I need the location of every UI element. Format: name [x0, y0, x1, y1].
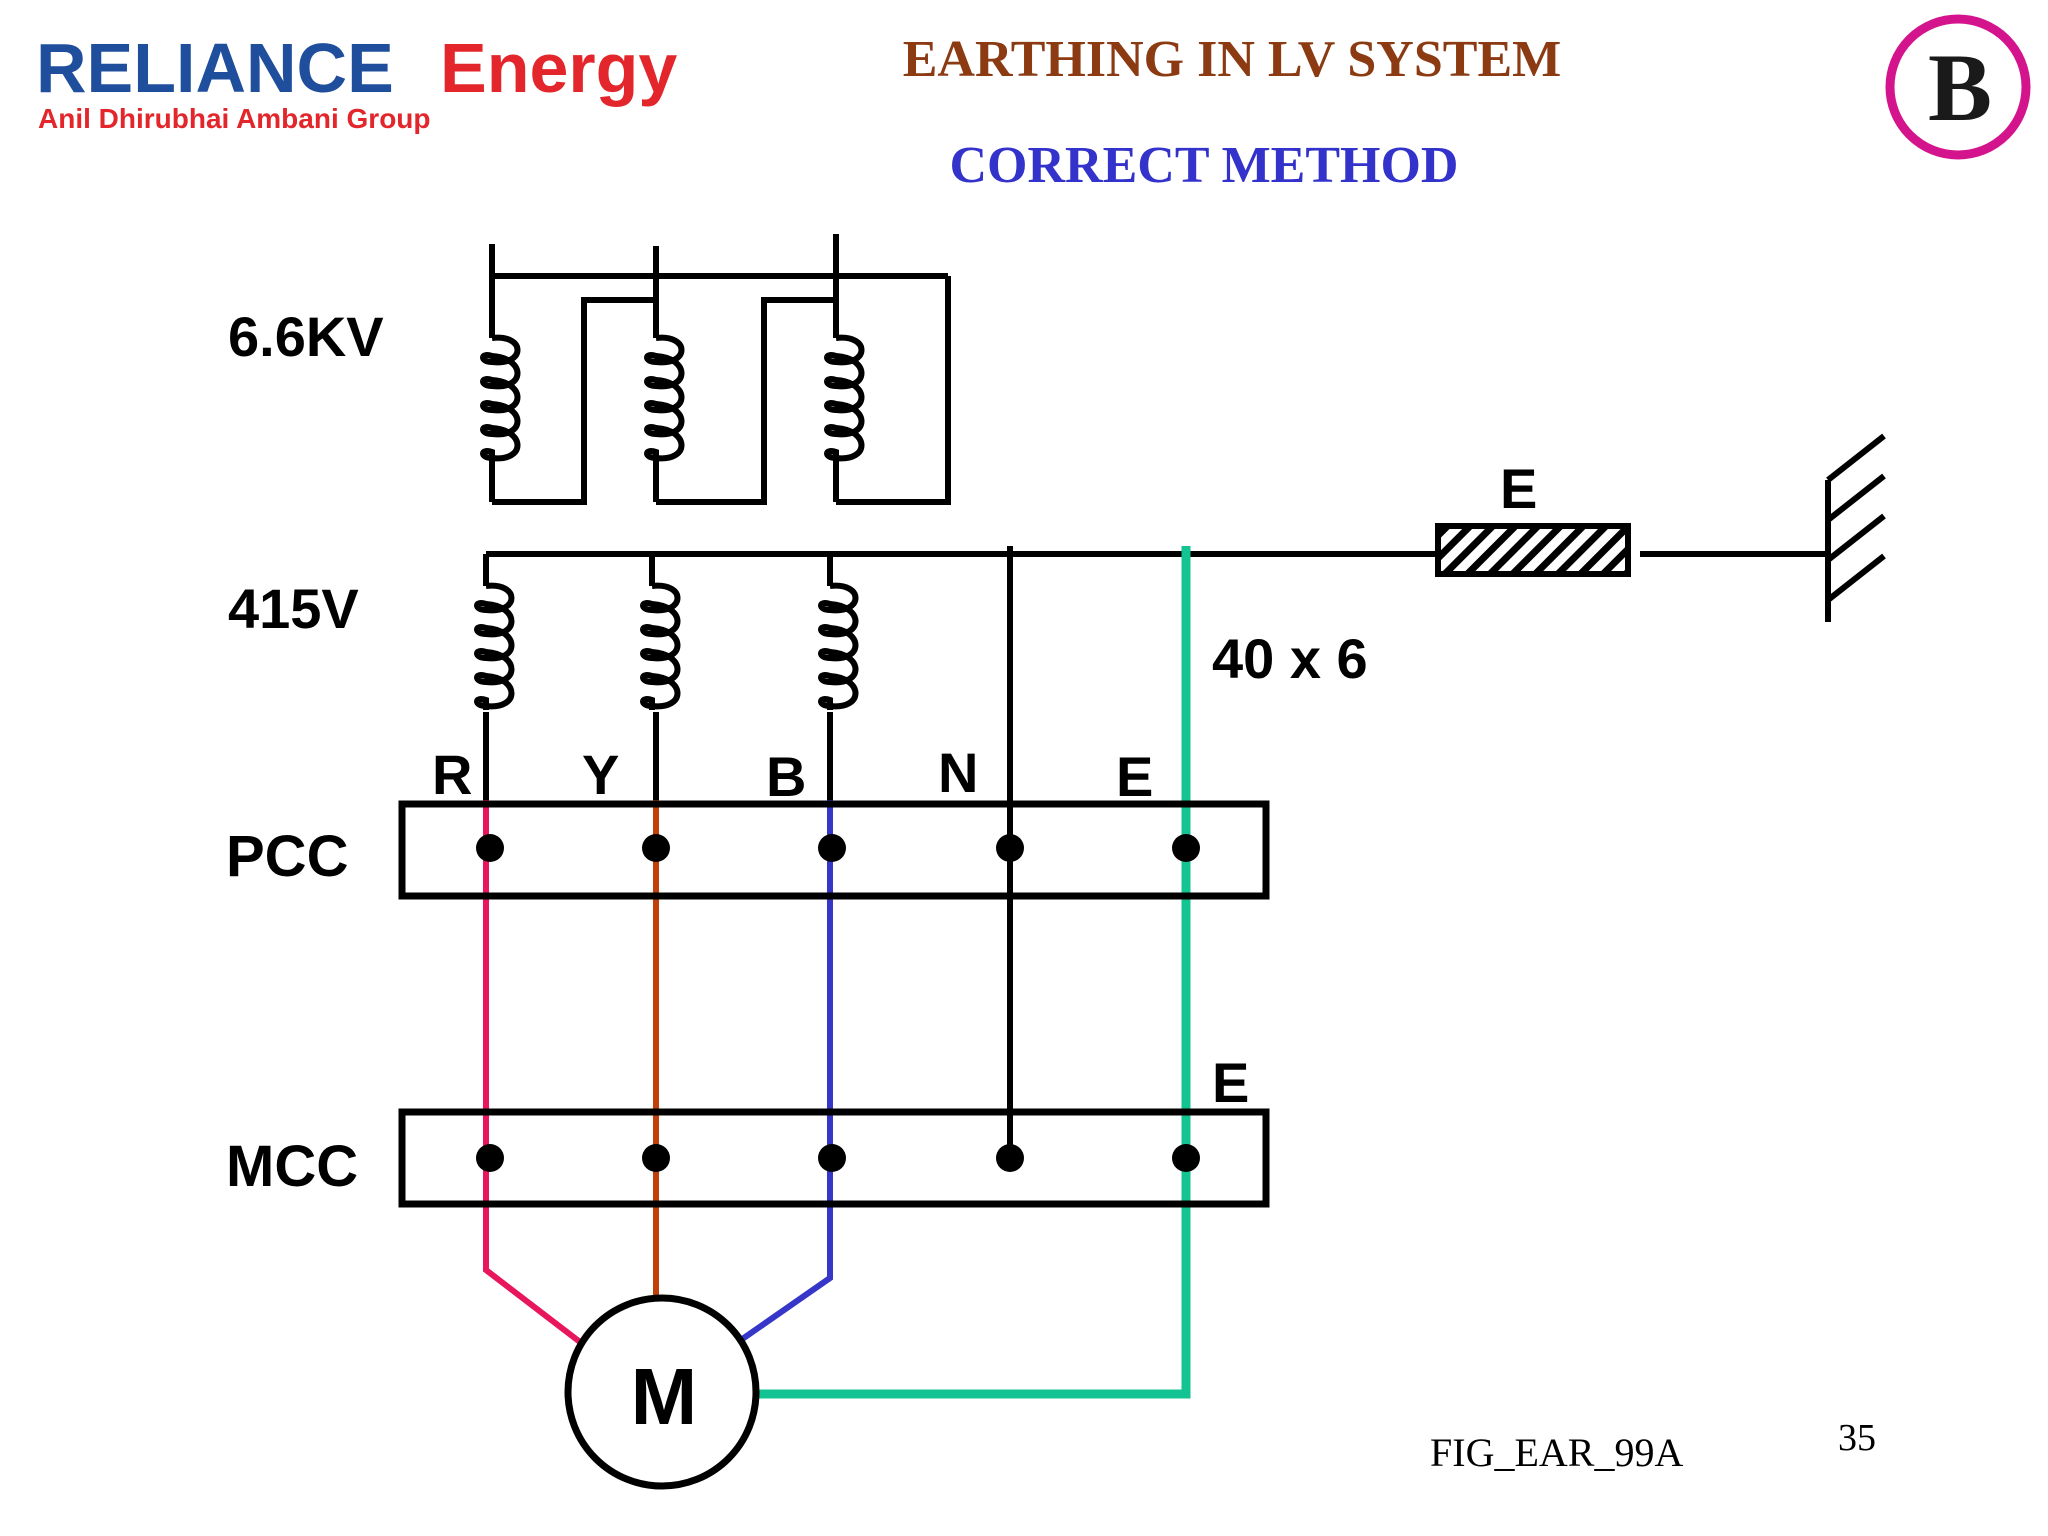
terminal-dots: [476, 834, 1200, 1172]
pcc-terminal-e: [1172, 834, 1200, 862]
earth-ground-symbol: [1640, 433, 1886, 622]
lv-coil-3: [818, 582, 859, 710]
pcc-panel: [398, 800, 1270, 900]
phase-b-label: B: [766, 745, 806, 808]
lv-voltage-label: 415V: [228, 577, 359, 640]
neutral-n-label: N: [938, 741, 978, 804]
hv-voltage-label: 6.6KV: [228, 305, 384, 368]
motor: M: [564, 1294, 760, 1490]
pcc-terminal-y: [642, 834, 670, 862]
phase-y-label: Y: [582, 743, 619, 806]
mcc-terminal-e: [1172, 1144, 1200, 1172]
earth-electrode: [1435, 523, 1631, 577]
earth-electrode-label: E: [1500, 457, 1537, 520]
page-subtitle: CORRECT METHOD: [950, 137, 1459, 194]
pcc-terminal-r: [476, 834, 504, 862]
figure-id: FIG_EAR_99A: [1430, 1430, 1683, 1475]
mcc-panel: [398, 1108, 1270, 1208]
mcc-label: MCC: [226, 1134, 358, 1199]
earth-pcc-label: E: [1116, 745, 1153, 808]
mcc-terminal-r: [476, 1144, 504, 1172]
pcc-terminal-n: [996, 834, 1024, 862]
mcc-terminal-b: [818, 1144, 846, 1172]
brand-group: Anil Dhirubhai Ambani Group: [38, 103, 431, 134]
pcc-label: PCC: [226, 824, 348, 889]
hv-coil-2: [644, 334, 685, 462]
b-badge-logo: B: [1885, 14, 2031, 160]
motor-label: M: [631, 1352, 698, 1441]
badge-letter: B: [1928, 34, 1992, 141]
coil-group: [474, 334, 865, 710]
phase-r-label: R: [432, 743, 472, 806]
mcc-terminal-y: [642, 1144, 670, 1172]
earth-conductor: [756, 546, 1191, 1399]
lv-coil-2: [640, 582, 681, 710]
earth-mcc-label: E: [1212, 1051, 1249, 1114]
lv-coil-1: [474, 582, 515, 710]
phase-b-conductor: [736, 712, 833, 1345]
hv-coil-1: [480, 334, 521, 462]
mcc-terminal-n: [996, 1144, 1024, 1172]
strip-size-label: 40 x 6: [1212, 627, 1368, 690]
hv-primary-winding: [489, 234, 951, 505]
pcc-terminal-b: [818, 834, 846, 862]
page-number: 35: [1838, 1417, 1876, 1459]
brand-name: RELIANCE: [36, 29, 394, 107]
hv-coil-3: [824, 334, 865, 462]
brand-logo: RELIANCE Energy Anil Dhirubhai Ambani Gr…: [36, 29, 677, 134]
page-title: EARTHING IN LV SYSTEM: [903, 31, 1561, 88]
brand-energy: Energy: [440, 29, 677, 107]
